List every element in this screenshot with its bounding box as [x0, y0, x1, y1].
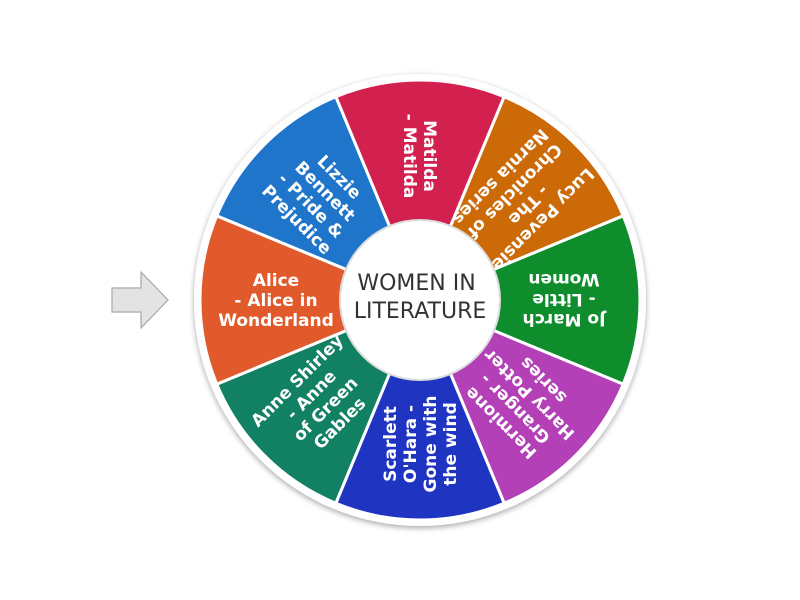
wheel-segment-matilda [333, 78, 507, 304]
hub-title-line-1: WOMEN IN [357, 271, 475, 296]
wheel-segment-alice [198, 213, 424, 387]
segment-label-line: Scarlett [381, 406, 401, 482]
segment-label-hermione: HermioneGranger -Harry Potterseries [451, 330, 593, 472]
wheel-segment-scarlett [333, 296, 507, 522]
segment-label-jo: Jo March- LittleWomen [523, 269, 607, 329]
segment-label-line: Gone with [421, 396, 441, 493]
segment-label-line: Alice [253, 271, 299, 291]
segment-label-line: Women [528, 269, 599, 289]
segment-label-line: Jo March [523, 309, 607, 329]
segment-label-line: - Alice in [234, 291, 317, 311]
arrow-right-icon [111, 271, 169, 329]
segment-label-line: Matilda [419, 120, 439, 192]
segment-label-scarlett: ScarlettO'Hara -Gone withthe wind [381, 396, 461, 493]
segment-label-line: - Matilda [399, 114, 419, 199]
wheel-segment-jo [416, 213, 642, 387]
svg-text:WOMEN IN LITERATURE: WOMEN IN LITERATURE [354, 271, 487, 324]
segment-label-line: O'Hara - [401, 405, 421, 483]
wheel-hub [339, 219, 501, 381]
hub-title-line-2: LITERATURE [354, 299, 487, 324]
segment-label-matilda: Matilda- Matilda [399, 114, 439, 199]
segment-label-line: Wonderland [218, 311, 334, 331]
segment-label-line: - Little [532, 289, 595, 309]
segment-label-line: the wind [441, 402, 461, 485]
